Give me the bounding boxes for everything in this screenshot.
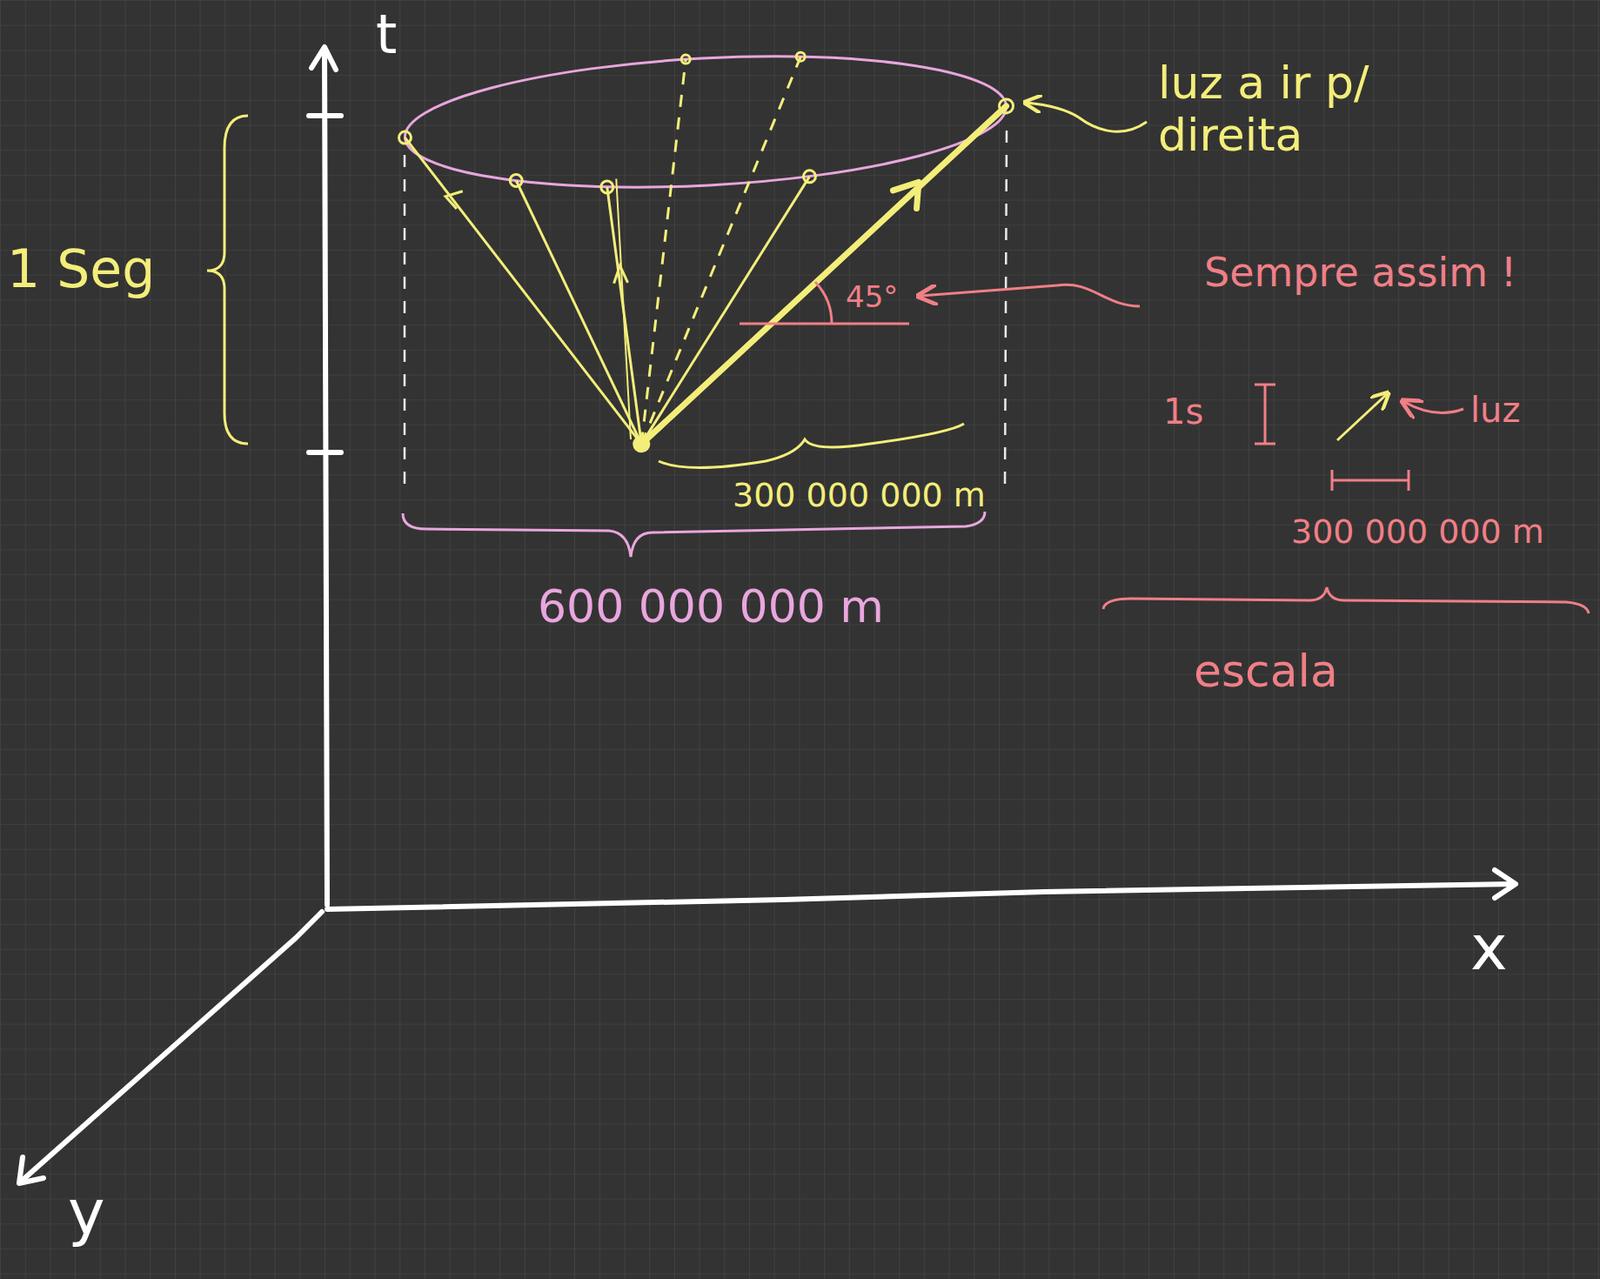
angle-label: 45° xyxy=(845,280,898,315)
width-brace xyxy=(402,511,985,557)
axis-label: x xyxy=(1470,911,1508,985)
scale-time: 1s xyxy=(1163,391,1204,432)
angle-baseline xyxy=(739,322,910,326)
callout-note: luz a ir p/ direita xyxy=(1158,57,1507,162)
dimension-label: 600 000 000 m xyxy=(537,581,884,634)
light-scale-line xyxy=(1337,394,1387,441)
scale-symbol xyxy=(1103,384,1589,614)
scale-caption: escala xyxy=(1193,645,1339,698)
time-label: 1 Seg xyxy=(6,239,155,300)
axis-label: y xyxy=(67,1176,106,1249)
note-text: Sempre assim ! xyxy=(1204,249,1517,296)
axis-label: t xyxy=(375,3,397,66)
dimension-label: 300 000 000 m xyxy=(732,476,986,516)
time-brace xyxy=(207,115,248,444)
scale-light: luz xyxy=(1470,389,1520,430)
note-arrow xyxy=(920,284,1140,307)
angle-arc xyxy=(815,281,832,324)
dimension-label: 300 000 000 m xyxy=(1291,513,1545,552)
distance-brace xyxy=(658,423,965,469)
axes xyxy=(19,46,1516,1184)
leader-line xyxy=(1404,401,1464,414)
callout-arrow xyxy=(1026,102,1147,132)
light-cone xyxy=(394,38,1031,465)
